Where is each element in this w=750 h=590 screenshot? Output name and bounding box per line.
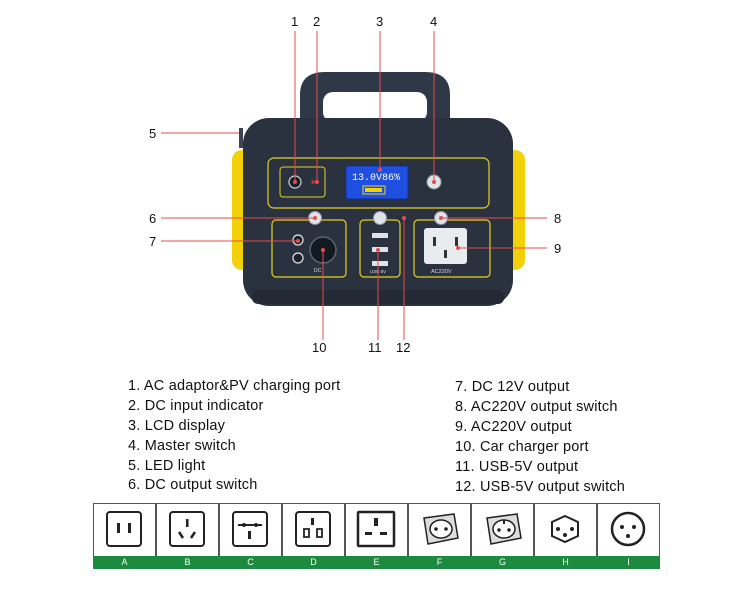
legend-item: 2. DC input indicator [128, 398, 264, 414]
plug-d-icon [295, 511, 331, 547]
plug-type-h: H [534, 503, 597, 569]
callout-3: 3 [376, 14, 383, 29]
usb-output-switch-button[interactable] [373, 211, 387, 225]
plug-type-a: A [93, 503, 156, 569]
plug-b-icon [169, 511, 205, 547]
ac-outlet-slot-2 [455, 237, 458, 246]
callout-11: 11 [368, 340, 382, 355]
usb-port-3-icon[interactable] [372, 261, 388, 266]
led-light [239, 128, 243, 148]
plug-type-g: G [471, 503, 534, 569]
legend-item: 12. USB-5V output switch [455, 479, 626, 495]
legend-item: 9. AC220V output [455, 419, 572, 435]
top-panel [267, 157, 490, 209]
lcd-battery-fill [365, 188, 382, 192]
plug-type-label: I [597, 556, 660, 569]
plug-g-icon [486, 513, 522, 545]
lcd-display [345, 165, 409, 200]
callout-6: 6 [149, 211, 156, 226]
plug-type-label: A [93, 556, 156, 569]
plug-type-d: D [282, 503, 345, 569]
ac-outlet-icon[interactable] [424, 228, 467, 264]
callout-7: 7 [149, 234, 156, 249]
callout-10: 10 [312, 340, 326, 355]
plug-h-icon [551, 514, 579, 544]
legend-item: 3. LCD display [128, 418, 226, 434]
power-station-diagram: 13.0V 86% DC USB 5V AC220V [149, 14, 561, 355]
plug-type-label: E [345, 556, 408, 569]
dc-input-indicator-icon [311, 180, 315, 184]
callout-12: 12 [396, 340, 410, 355]
callout-lines [161, 31, 547, 340]
legend-item: 1. AC adaptor&PV charging port [128, 378, 341, 394]
dc-panel-label: DC [314, 268, 322, 274]
plug-type-i: I [597, 503, 660, 569]
callout-5: 5 [149, 126, 156, 141]
legend-item: 7. DC 12V output [455, 379, 570, 395]
handle-opening [323, 92, 427, 122]
usb-port-2-icon[interactable] [372, 247, 388, 252]
usb-port-1-icon[interactable] [372, 233, 388, 238]
plug-type-f: F [408, 503, 471, 569]
plug-e-icon [356, 510, 396, 548]
plug-f-icon [423, 513, 459, 545]
plug-c-icon [232, 511, 268, 547]
callout-4: 4 [430, 14, 437, 29]
ac-outlet-slot-1 [433, 237, 436, 246]
lcd-voltage: 13.0V [352, 173, 382, 184]
plug-type-label: F [408, 556, 471, 569]
plug-type-label: C [219, 556, 282, 569]
callout-1: 1 [291, 14, 298, 29]
plug-type-c: C [219, 503, 282, 569]
plug-a-icon [106, 511, 142, 547]
ac-panel-label: AC220V [431, 269, 452, 275]
lcd-battery-icon [362, 185, 386, 195]
legend-item: 11. USB-5V output [455, 459, 579, 475]
legend-item: 4. Master switch [128, 438, 236, 454]
charge-port-panel [279, 166, 326, 198]
legend-item: 8. AC220V output switch [455, 399, 618, 415]
plug-type-b: B [156, 503, 219, 569]
ac-outlet-slot-3 [444, 250, 447, 258]
legend-item: 6. DC output switch [128, 477, 258, 493]
legend-item: 5. LED light [128, 458, 206, 474]
plug-type-label: G [471, 556, 534, 569]
lcd-percent: 86% [382, 173, 400, 184]
plug-type-label: H [534, 556, 597, 569]
plug-type-label: D [282, 556, 345, 569]
callout-8: 8 [554, 211, 561, 226]
callout-2: 2 [313, 14, 320, 29]
plug-i-icon [610, 511, 646, 547]
legend-item: 10. Car charger port [455, 439, 589, 455]
plug-type-e: E [345, 503, 408, 569]
plug-type-strip: A B C D [93, 503, 660, 569]
callout-9: 9 [554, 241, 561, 256]
dc-output-port-2-icon[interactable] [292, 252, 304, 264]
plug-type-label: B [156, 556, 219, 569]
